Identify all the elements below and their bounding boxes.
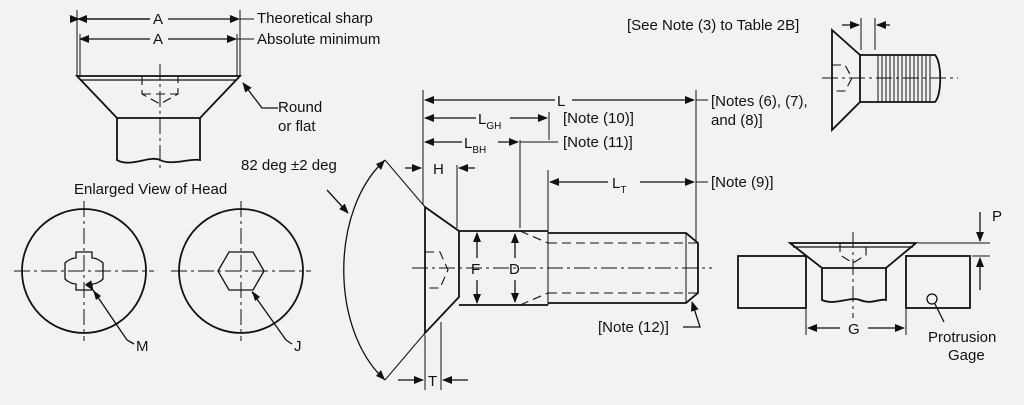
label-protrusion: Protrusion bbox=[928, 329, 996, 346]
cruciform-recess-view: M bbox=[14, 201, 154, 355]
dim-a-absolute: A bbox=[153, 31, 163, 48]
label-see-note-3: [See Note (3) to Table 2B] bbox=[627, 17, 799, 34]
thread-runout-view: [See Note (3) to Table 2B] bbox=[627, 17, 958, 133]
label-note-12: [Note (12)] bbox=[598, 319, 669, 336]
label-note-11: [Note (11)] bbox=[563, 134, 633, 151]
dim-g: G bbox=[848, 321, 860, 338]
label-or-flat: or flat bbox=[278, 118, 316, 135]
label-notes-6-7-8-a: [Notes (6), (7), bbox=[711, 93, 808, 110]
dim-f: F bbox=[471, 261, 480, 278]
label-notes-6-7-8-b: and (8)] bbox=[711, 112, 763, 129]
label-theoretical-sharp: Theoretical sharp bbox=[257, 10, 373, 27]
dim-h: H bbox=[433, 161, 444, 178]
label-gage: Gage bbox=[948, 347, 985, 364]
dim-m: M bbox=[136, 338, 149, 355]
dim-l-gh: LGH bbox=[478, 111, 501, 132]
label-absolute-minimum: Absolute minimum bbox=[257, 31, 380, 48]
dim-l-bh: LBH bbox=[464, 135, 486, 156]
dim-l: L bbox=[557, 93, 565, 110]
hex-socket-view: J bbox=[171, 201, 311, 355]
dim-l-t: LT bbox=[612, 175, 626, 196]
protrusion-gage-view: P G Protrusion Gage bbox=[737, 208, 1002, 364]
label-enlarged-view: Enlarged View of Head bbox=[74, 181, 227, 198]
dim-p: P bbox=[992, 208, 1002, 225]
label-note-9: [Note (9)] bbox=[711, 174, 774, 191]
dim-d: D bbox=[509, 261, 520, 278]
label-round: Round bbox=[278, 99, 322, 116]
label-angle: 82 deg ±2 deg bbox=[241, 157, 337, 174]
dim-a-sharp: A bbox=[153, 11, 163, 28]
dim-t: T bbox=[428, 373, 437, 390]
head-profile-view: A Theoretical sharp A Absolute minimum R… bbox=[70, 10, 380, 170]
label-note-10: [Note (10)] bbox=[563, 110, 634, 127]
screw-side-view: 82 deg ±2 deg F D bbox=[241, 90, 808, 390]
dim-j: J bbox=[294, 338, 302, 355]
